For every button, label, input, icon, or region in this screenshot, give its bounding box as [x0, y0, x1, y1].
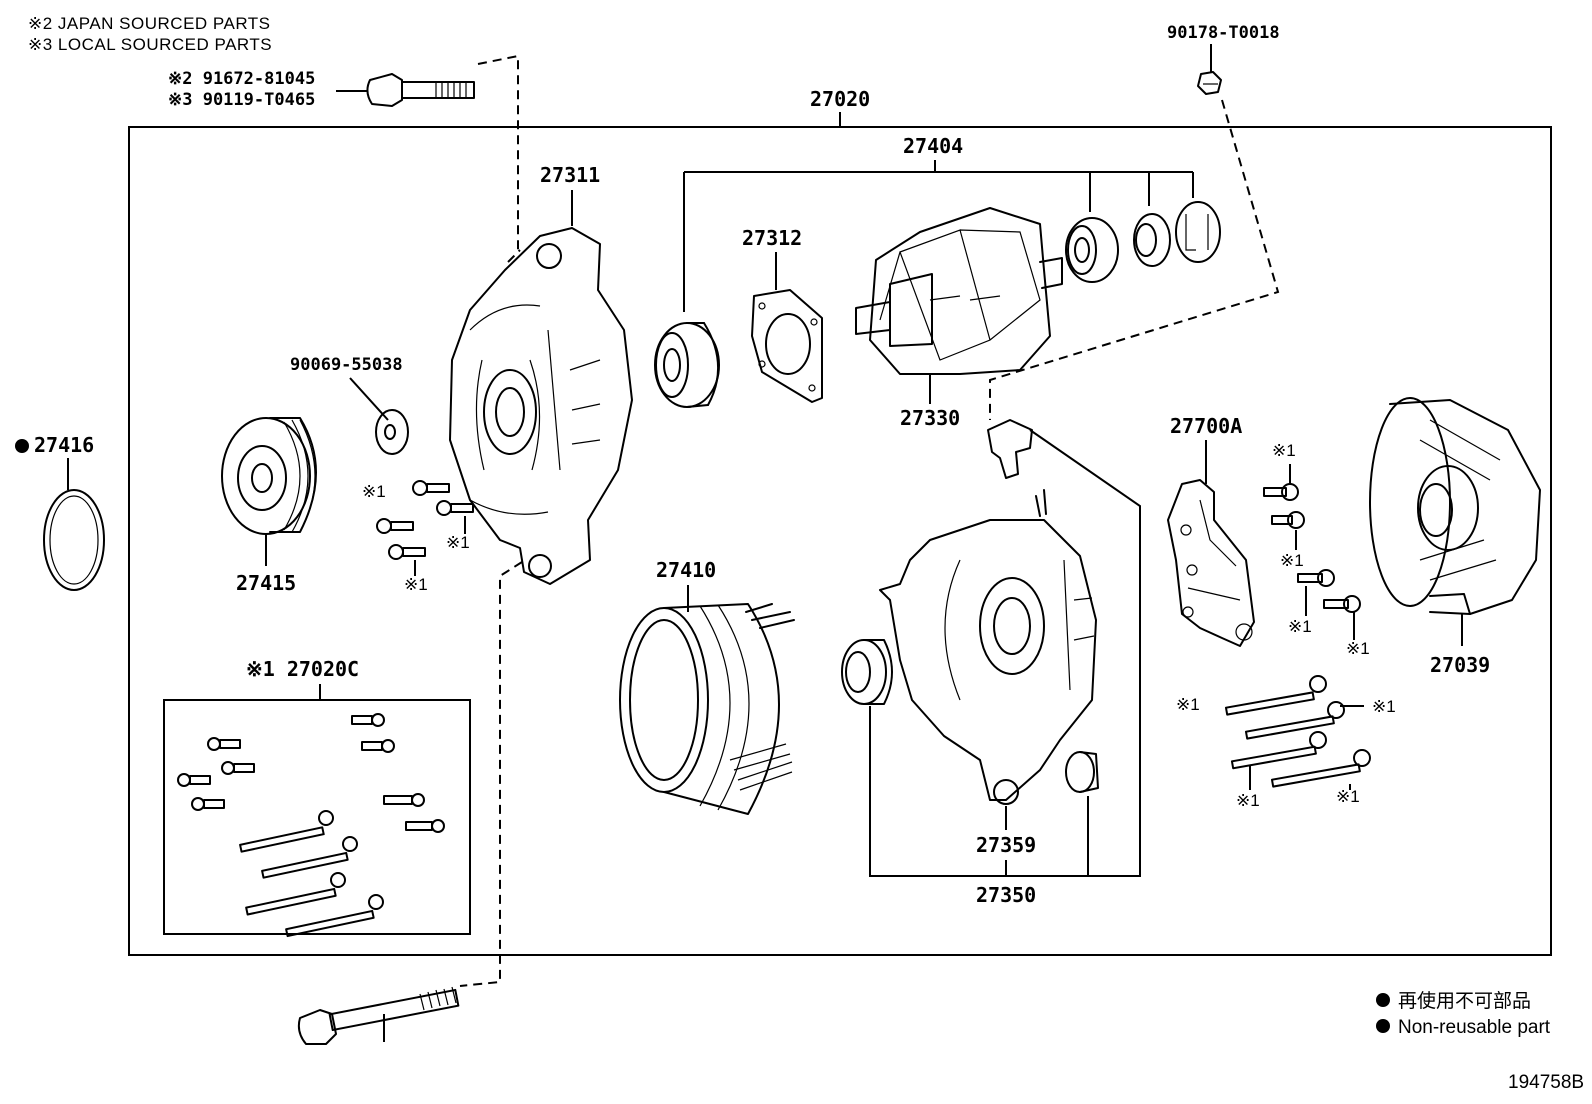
label-27404: 27404	[903, 134, 963, 158]
rear-cover-27039	[1369, 397, 1541, 615]
marker-1-f: ※1	[1288, 617, 1312, 636]
bearing-front	[654, 322, 720, 408]
label-90119-T0465: ※3 90119-T0465	[168, 90, 315, 110]
washer-90069	[375, 409, 409, 455]
label-27359: 27359	[976, 833, 1036, 857]
drive-end-frame-27311	[449, 227, 633, 585]
rotor-27330	[855, 207, 1063, 375]
leader-27350-bracket	[869, 706, 1089, 877]
legend-jp: 再使用不可部品	[1398, 990, 1531, 1012]
bottom-bolt-90105	[297, 986, 460, 1045]
collar-rear	[1065, 751, 1099, 793]
label-27410: 27410	[656, 558, 716, 582]
ring-27416	[43, 489, 105, 591]
label-90178-T0018: 90178-T0018	[1167, 23, 1280, 43]
marker-1-b: ※1	[446, 533, 470, 552]
label-27416: 27416	[34, 433, 94, 457]
marker-1-k: ※1	[1336, 787, 1360, 806]
kit-box-27020C	[163, 699, 471, 935]
label-91672-81045: ※2 91672-81045	[168, 69, 315, 89]
marker-1-g: ※1	[1346, 639, 1370, 658]
label-27350: 27350	[976, 883, 1036, 907]
label-27020: 27020	[810, 87, 870, 111]
label-27312: 27312	[742, 226, 802, 250]
dashed-nut-path	[989, 99, 1280, 420]
legend-en: Non-reusable part	[1398, 1017, 1551, 1038]
top-bolt	[366, 73, 475, 107]
assembly-box	[128, 126, 1552, 956]
dashed-top-bolt-path	[477, 54, 521, 263]
note-local-sourced: ※3 LOCAL SOURCED PARTS	[28, 35, 272, 54]
note-japan-sourced: ※2 JAPAN SOURCED PARTS	[28, 14, 271, 33]
label-27020C: ※1 27020C	[246, 657, 359, 681]
marker-1-h: ※1	[1176, 695, 1200, 714]
leader-brush-holder	[1029, 429, 1141, 877]
figure-id: 194758B	[1508, 1072, 1584, 1093]
rear-frame-27350	[879, 489, 1097, 805]
leader-27404	[683, 160, 1194, 312]
kit-screws	[177, 713, 445, 938]
brush-holder	[987, 419, 1033, 479]
label-90069-55038: 90069-55038	[290, 355, 403, 375]
stator-27410	[619, 603, 795, 815]
label-27700A: 27700A	[1170, 414, 1242, 438]
legend-dot-jp	[1376, 993, 1390, 1007]
non-reusable-dot-27416	[15, 439, 29, 453]
nut-90178	[1197, 71, 1222, 95]
screw-group-drive	[376, 480, 474, 560]
bearing-clip-rear	[841, 639, 893, 705]
dashed-bottom-bolt-path	[459, 561, 523, 987]
pulley-27415	[221, 417, 317, 535]
retainer-plate-27312	[751, 289, 823, 403]
marker-1-j: ※1	[1236, 791, 1260, 810]
legend-dot-en	[1376, 1019, 1390, 1033]
long-bolt-group	[1224, 675, 1371, 788]
marker-1-e: ※1	[1280, 551, 1304, 570]
label-27311: 27311	[540, 163, 600, 187]
label-27415: 27415	[236, 571, 296, 595]
label-27039: 27039	[1430, 653, 1490, 677]
leader-90069	[349, 377, 389, 421]
marker-1-a: ※1	[362, 482, 386, 501]
marker-1-d: ※1	[1272, 441, 1296, 460]
marker-1-c: ※1	[404, 575, 428, 594]
bearing-rear	[1065, 217, 1119, 283]
bearing-clip	[1175, 201, 1221, 263]
marker-1-i: ※1	[1372, 697, 1396, 716]
label-27330: 27330	[900, 406, 960, 430]
bearing-cover	[1133, 213, 1171, 267]
screw-group-regulator	[1263, 483, 1361, 613]
regulator-27700A	[1167, 479, 1255, 647]
